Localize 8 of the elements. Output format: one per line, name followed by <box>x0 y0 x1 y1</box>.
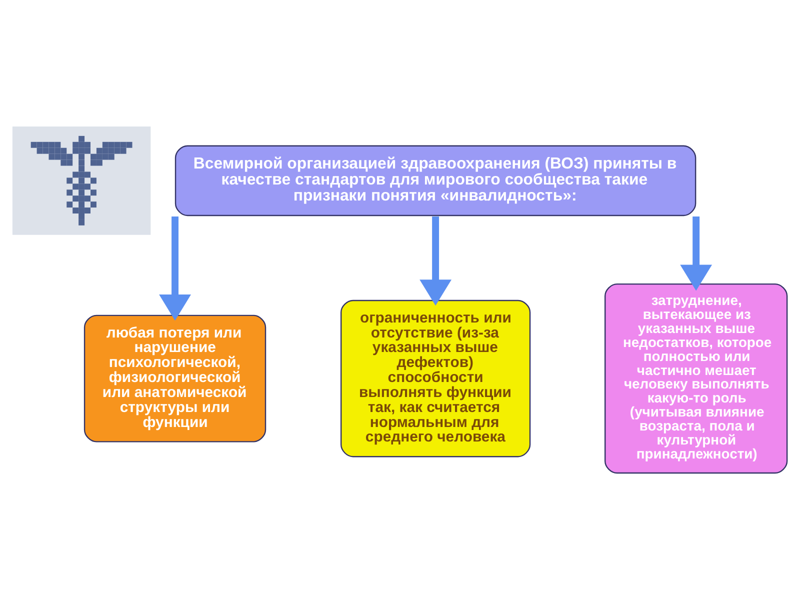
node-picture <box>12 126 151 235</box>
node-box: ограниченность или отсутствие (из-за указанных выше дефектов) способности выполнять функции так, как считается нормальным для среднего человека <box>340 300 531 458</box>
arrow <box>680 216 712 291</box>
arrow <box>420 216 452 306</box>
node-box: затруднение, вытекающее из указанных выше недостатков, которое полностью или частично мешает человеку выполнять какую-то роль (учитывая влияние возраста, пола и культурной принадлежности) <box>604 284 788 474</box>
node-box: любая потеря или нарушение психологической, физиологической или анатомической структуры или функции <box>84 314 266 442</box>
arrow <box>159 216 191 321</box>
node-box: Всемирной организацией здравоохранения (ВОЗ) приняты в качестве стандартов для мирового сообщества такие признаки понятия «инвалидность»: <box>174 145 696 216</box>
